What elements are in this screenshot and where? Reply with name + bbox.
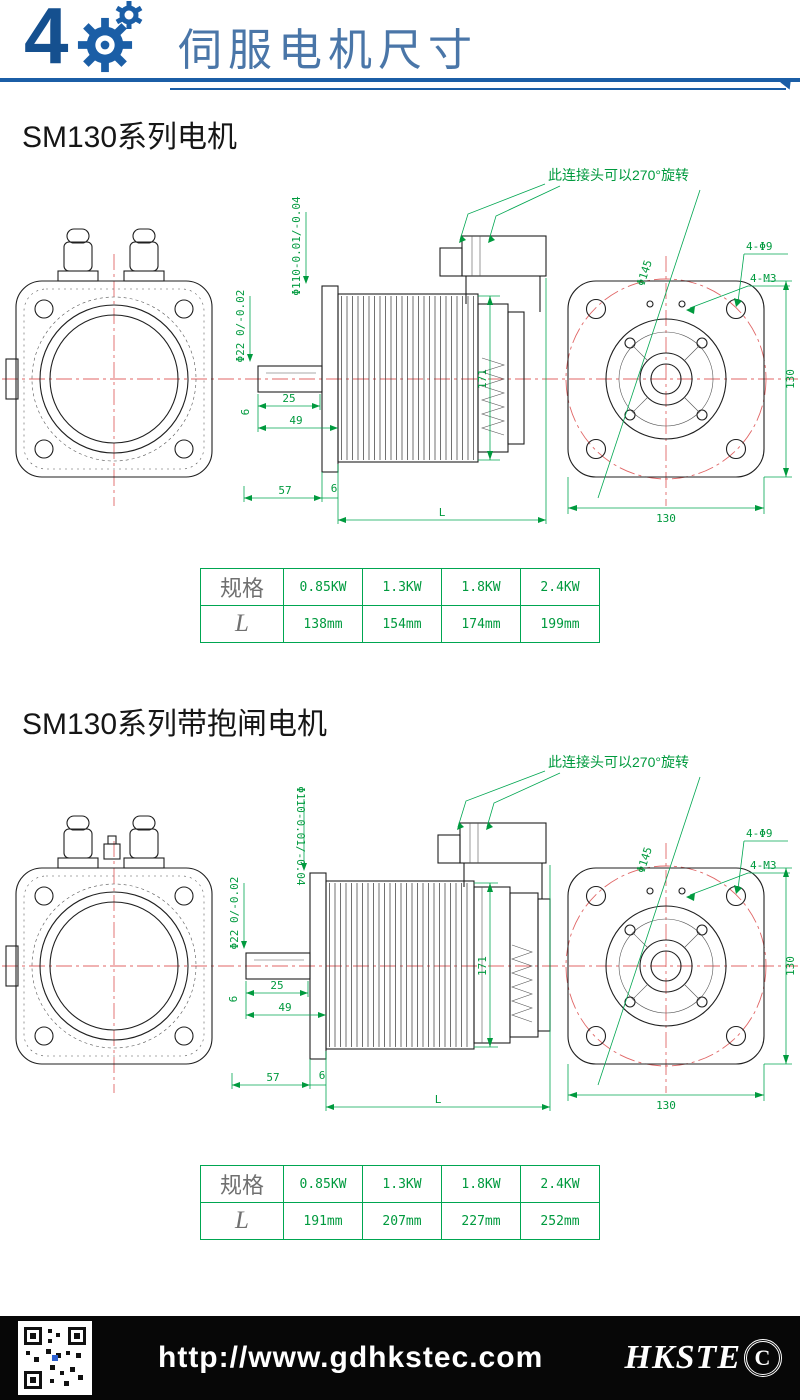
length-value: 174mm xyxy=(441,605,521,643)
front-view xyxy=(5,228,213,506)
dim-130-right: 130 xyxy=(784,956,797,976)
label-4-phi9: 4-Φ9 xyxy=(746,240,773,253)
rear-view xyxy=(565,843,767,1093)
dim-L: L xyxy=(439,506,446,519)
side-dimensions: Φ110-0.01/-0.04 Φ22 0/-0.02 171 25 49 6 xyxy=(234,167,689,524)
dim-phi110: Φ110-0.01/-0.04 xyxy=(294,786,307,886)
hkstec-logo-text: HKSTE xyxy=(624,1339,741,1376)
spec-value: 0.85KW xyxy=(283,568,363,606)
label-4-m3: 4-M3 xyxy=(750,859,777,872)
dim-6-side: 6 xyxy=(239,409,252,416)
dim-phi110: Φ110-0.01/-0.04 xyxy=(290,196,303,296)
side-dimensions: Φ110-0.01/-0.04 Φ22 0/-0.02 171 25 49 6 xyxy=(227,754,689,1111)
page-footer: http://www.gdhkstec.com HKSTE C xyxy=(0,1316,800,1400)
dim-phi145: Φ145 xyxy=(634,258,655,287)
spec-value: 2.4KW xyxy=(520,1165,600,1203)
length-value: 154mm xyxy=(362,605,442,643)
dim-6-side: 6 xyxy=(227,996,240,1003)
label-4-m3: 4-M3 xyxy=(750,272,777,285)
connector-callout: 此连接头可以270°旋转 xyxy=(548,167,689,183)
dim-57: 57 xyxy=(266,1071,279,1084)
header-rule-main xyxy=(0,78,800,82)
length-label: L xyxy=(200,1202,284,1240)
dim-phi145: Φ145 xyxy=(634,845,655,874)
front-view xyxy=(5,815,213,1093)
spec-value: 2.4KW xyxy=(520,568,600,606)
dim-phi22: Φ22 0/-0.02 xyxy=(234,290,247,363)
qr-code xyxy=(18,1321,92,1395)
connector-callout: 此连接头可以270°旋转 xyxy=(548,754,689,770)
section-heading-sm130-brake: SM130系列带抱闸电机 xyxy=(22,708,328,741)
dim-25: 25 xyxy=(270,979,283,992)
page-number: 4 xyxy=(24,0,69,80)
length-label: L xyxy=(200,605,284,643)
dimension-table-sm130: 规格 0.85KW 1.3KW 1.8KW 2.4KW L 138mm 154m… xyxy=(200,568,600,643)
dim-171: 171 xyxy=(476,956,489,976)
dim-L: L xyxy=(435,1093,442,1106)
drawing-sm130: Φ110-0.01/-0.04 Φ22 0/-0.02 171 25 49 6 xyxy=(2,167,798,525)
section-heading-sm130: SM130系列电机 xyxy=(22,121,238,154)
rear-dimensions: Φ145 4-Φ9 4-M3 130 130 xyxy=(567,776,797,1112)
page-header: 4 xyxy=(0,0,800,100)
label-4-phi9: 4-Φ9 xyxy=(746,827,773,840)
page-title: 伺服电机尺寸 xyxy=(178,26,478,75)
dim-49: 49 xyxy=(289,414,302,427)
dim-130-bottom: 130 xyxy=(656,512,676,525)
hkstec-logo: HKSTE C xyxy=(625,1339,782,1377)
spec-value: 1.8KW xyxy=(441,1165,521,1203)
dim-171: 171 xyxy=(476,369,489,389)
side-view xyxy=(245,822,551,1060)
rear-dimensions: Φ145 4-Φ9 4-M3 130 130 xyxy=(567,189,797,525)
hkstec-logo-c-mark: C xyxy=(744,1339,782,1377)
rear-view xyxy=(565,256,767,506)
dim-49: 49 xyxy=(278,1001,291,1014)
length-value: 138mm xyxy=(283,605,363,643)
dim-130-right: 130 xyxy=(784,369,797,389)
length-value: 199mm xyxy=(520,605,600,643)
dimension-table-sm130-brake: 规格 0.85KW 1.3KW 1.8KW 2.4KW L 191mm 207m… xyxy=(200,1165,600,1240)
length-value: 207mm xyxy=(362,1202,442,1240)
drawing-sm130-brake: Φ110-0.01/-0.04 Φ22 0/-0.02 171 25 49 6 xyxy=(2,754,798,1112)
dim-25: 25 xyxy=(282,392,295,405)
dim-57: 57 xyxy=(278,484,291,497)
site-url[interactable]: http://www.gdhkstec.com xyxy=(158,1341,544,1374)
gear-icon-small xyxy=(114,0,144,35)
spec-value: 0.85KW xyxy=(283,1165,363,1203)
spec-label: 规格 xyxy=(200,1165,284,1203)
spec-value: 1.3KW xyxy=(362,1165,442,1203)
dim-phi22: Φ22 0/-0.02 xyxy=(228,877,241,950)
dim-130-bottom: 130 xyxy=(656,1099,676,1112)
header-rule-sub xyxy=(170,88,786,90)
length-value: 227mm xyxy=(441,1202,521,1240)
side-view xyxy=(257,235,547,473)
dim-6-flange: 6 xyxy=(319,1069,326,1082)
spec-value: 1.3KW xyxy=(362,568,442,606)
spec-value: 1.8KW xyxy=(441,568,521,606)
gear-icon-large xyxy=(76,16,134,79)
dim-6-flange: 6 xyxy=(331,482,338,495)
spec-label: 规格 xyxy=(200,568,284,606)
length-value: 252mm xyxy=(520,1202,600,1240)
length-value: 191mm xyxy=(283,1202,363,1240)
